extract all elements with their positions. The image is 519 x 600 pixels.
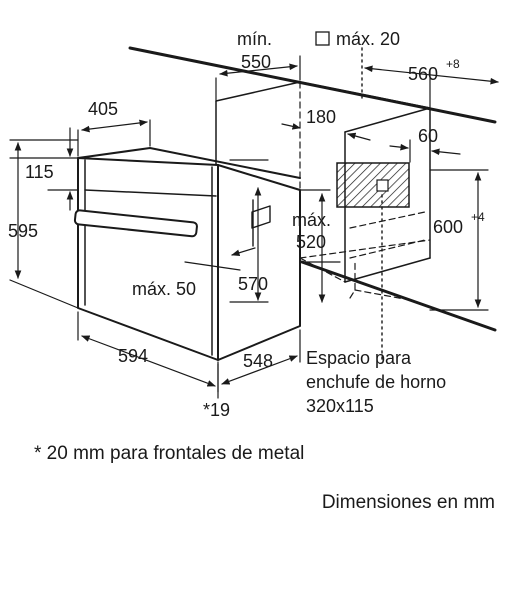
label-600: 600: [433, 217, 463, 237]
dimension-labels: mín. máx. 20 550 560 +8 405 180 60 115 5…: [8, 29, 485, 420]
cabinet-top-panel: [215, 81, 431, 133]
label-600-tolerance: +4: [471, 210, 485, 224]
dim-180-left: [281, 123, 301, 130]
label-550: 550: [241, 52, 271, 72]
oven-installation-drawing: mín. máx. 20 550 560 +8 405 180 60 115 5…: [8, 29, 499, 420]
dim-max-50: [231, 247, 256, 257]
label-405: 405: [88, 99, 118, 119]
dim-560: [364, 65, 499, 85]
dim-180-right: [347, 132, 371, 141]
socket-area: [336, 47, 410, 361]
label-19: *19: [203, 400, 230, 420]
label-180: 180: [306, 107, 336, 127]
oven-top-edge: [77, 147, 301, 179]
oven-front: [77, 157, 219, 361]
dim-594: [81, 335, 216, 387]
dim-405: [81, 119, 148, 133]
label-socket-line2: enchufe de horno: [306, 372, 446, 392]
label-socket-line3: 320x115: [306, 396, 374, 416]
label-60: 60: [418, 126, 438, 146]
label-595: 595: [8, 221, 38, 241]
footnote: * 20 mm para frontales de metal: [34, 443, 305, 464]
dim-548: [221, 355, 298, 385]
label-560: 560: [408, 64, 438, 84]
label-548: 548: [243, 351, 273, 371]
label-520: 520: [296, 232, 326, 252]
cabinet-hidden-shelf: [349, 211, 426, 299]
label-min: mín.: [237, 29, 272, 49]
units-note: Dimensiones en mm: [321, 492, 495, 513]
oven-door-handle: [73, 209, 198, 238]
label-115: 115: [25, 162, 54, 182]
oven-side-bracket: [251, 205, 271, 229]
oven: [73, 147, 301, 361]
label-594: 594: [118, 346, 148, 366]
oven-control-panel-line: [84, 189, 217, 197]
square-icon: [315, 31, 330, 46]
socket-hatched-box: [336, 162, 410, 208]
cabinet-floor-edge: [300, 260, 497, 332]
label-max: máx.: [292, 210, 331, 230]
label-socket-line1: Espacio para: [306, 348, 412, 368]
dimension-lines: [9, 55, 499, 399]
dim-550: [219, 63, 298, 77]
oven-side: [217, 164, 301, 361]
label-560-tolerance: +8: [446, 57, 460, 71]
dim-60-right: [431, 148, 461, 156]
socket-marker: [376, 179, 389, 192]
label-570: 570: [238, 274, 268, 294]
dim-60-left: [389, 143, 409, 151]
label-max-20: máx. 20: [336, 29, 400, 49]
cabinet-base-edge: [344, 257, 431, 283]
label-max-50: máx. 50: [132, 279, 196, 299]
